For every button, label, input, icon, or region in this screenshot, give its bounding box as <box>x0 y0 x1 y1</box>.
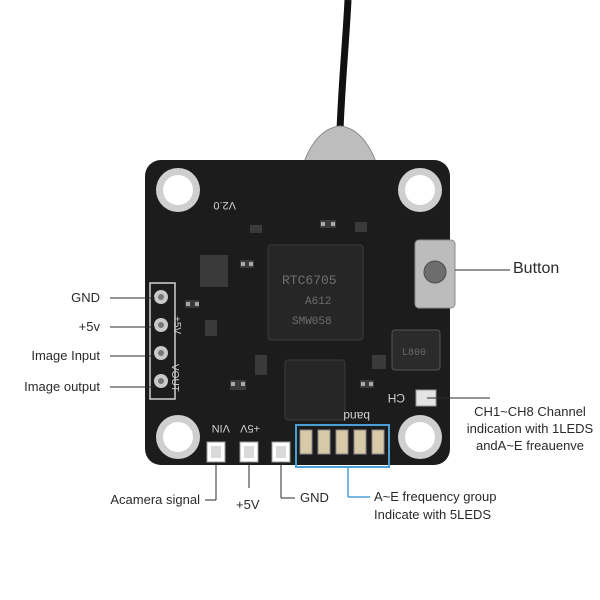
silk-ch: CH <box>388 391 405 405</box>
gnd-left-label: GND <box>71 290 100 305</box>
gnd-bottom-label: GND <box>300 490 329 505</box>
callout-lines <box>110 269 510 501</box>
image-output-label: Image output <box>24 379 100 394</box>
inductor-marking: L800 <box>402 348 426 359</box>
silk-5v-left: +5V <box>171 316 182 334</box>
frequency-group-label: A~E frequency group Indicate with 5LEDS <box>374 488 497 524</box>
antenna-wire <box>336 0 352 131</box>
frequency-label-line-2: Indicate with 5LEDS <box>374 507 492 522</box>
frequency-leds <box>299 429 385 455</box>
inductor <box>391 329 441 371</box>
secondary-chip <box>284 359 346 421</box>
button-label: Button <box>513 260 560 277</box>
frequency-label-line-1: A~E frequency group <box>374 489 497 504</box>
mounting-holes <box>156 168 442 459</box>
plus5v-bottom-label: +5V <box>236 497 260 512</box>
plus5v-left-label: +5v <box>78 319 100 334</box>
chip-marking-3: SMW058 <box>292 316 332 328</box>
channel-label-line-3: andA~E freauenve <box>475 438 585 453</box>
silk-band: band <box>343 409 370 423</box>
push-button-cap <box>423 260 447 284</box>
led-callout <box>347 467 370 498</box>
silk-vin: VIN <box>212 422 230 434</box>
channel-label-line-1: CH1~CH8 Channel <box>474 404 586 419</box>
left-pads <box>154 290 168 388</box>
left-pad-outline <box>149 282 176 400</box>
smd-pads <box>186 222 373 386</box>
image-input-label: Image Input <box>31 348 100 363</box>
silk-5v: +5V <box>239 422 260 434</box>
rtc6705-chip <box>267 244 364 341</box>
bottom-pads <box>206 441 291 463</box>
smd-components <box>185 220 386 390</box>
led-group-box <box>295 424 390 468</box>
channel-indication-label: CH1~CH8 Channel indication with 1LEDS an… <box>465 403 595 454</box>
chip-marking-2: A612 <box>305 296 331 308</box>
channel-label-line-2: indication with 1LEDS <box>466 421 594 436</box>
chip-marking-1: RTC6705 <box>282 273 337 288</box>
silk-v20: V2.0 <box>213 199 236 211</box>
acamera-signal-label: Acamera signal <box>110 492 200 507</box>
